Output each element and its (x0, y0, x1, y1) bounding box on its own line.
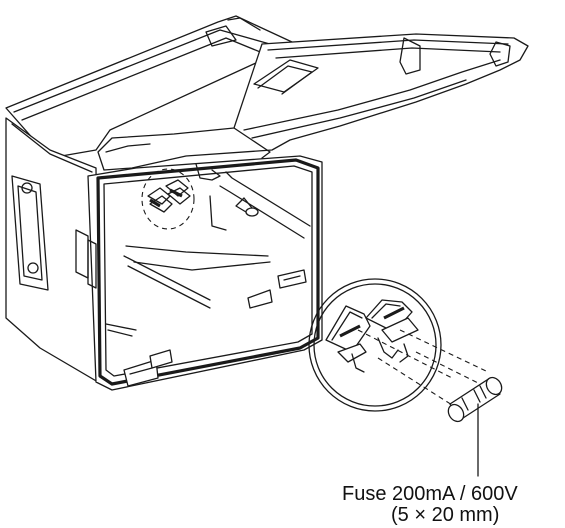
mounting-tabs (123, 269, 307, 387)
fuse-size-label: (5 × 20 mm) (391, 504, 500, 526)
fuse-cartridge (447, 376, 503, 423)
box-body (5, 117, 323, 391)
fuse-holder-small (141, 168, 195, 230)
open-lid (5, 15, 529, 171)
fuse-rating-label: Fuse 200mA / 600V (342, 483, 518, 505)
detail-magnifier (308, 278, 442, 412)
